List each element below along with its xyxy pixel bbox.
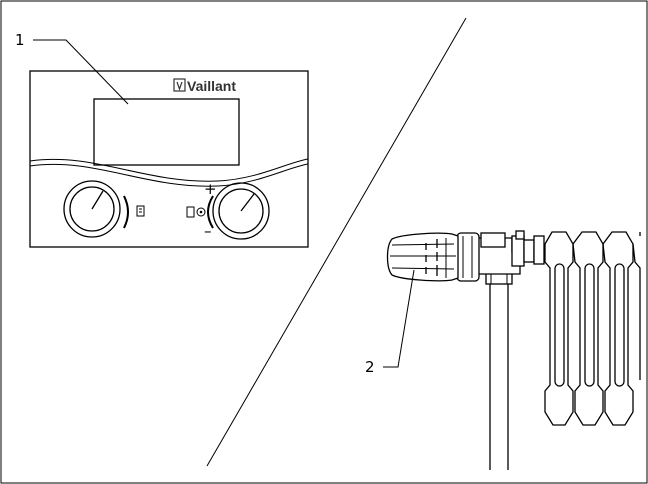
brand-name: Vaillant: [187, 78, 236, 94]
callout-2-leader: [383, 269, 415, 368]
separator-line: [206, 17, 467, 467]
callout-1-leader: [33, 39, 129, 105]
display-symbol-icon: [136, 205, 145, 217]
radiator-assembly: [386, 230, 641, 470]
thermostatic-head: [386, 232, 459, 282]
plus-symbol: +: [204, 180, 217, 198]
panel-wave-line: [29, 158, 309, 182]
right-knob-arc: [207, 195, 214, 229]
callout-1-number: 1: [15, 31, 25, 49]
left-knob-arc: [123, 195, 129, 229]
coupling-nut: [456, 232, 480, 282]
supply-pipe: [485, 269, 513, 470]
radiator: [544, 231, 641, 426]
display-window: [93, 98, 240, 166]
rotary-knob-icon: [63, 180, 121, 238]
sun-symbol-icon: [186, 206, 206, 218]
rotary-knob-icon: [212, 182, 270, 240]
controller-housing: [29, 70, 309, 248]
vaillant-logo-icon: [173, 78, 186, 92]
panel-wave-line-inner: [29, 163, 309, 187]
valve-body: [475, 230, 545, 275]
controller-unit: Vaillant + –: [29, 70, 309, 248]
callout-2-number: 2: [365, 358, 375, 376]
minus-symbol: –: [204, 222, 212, 240]
